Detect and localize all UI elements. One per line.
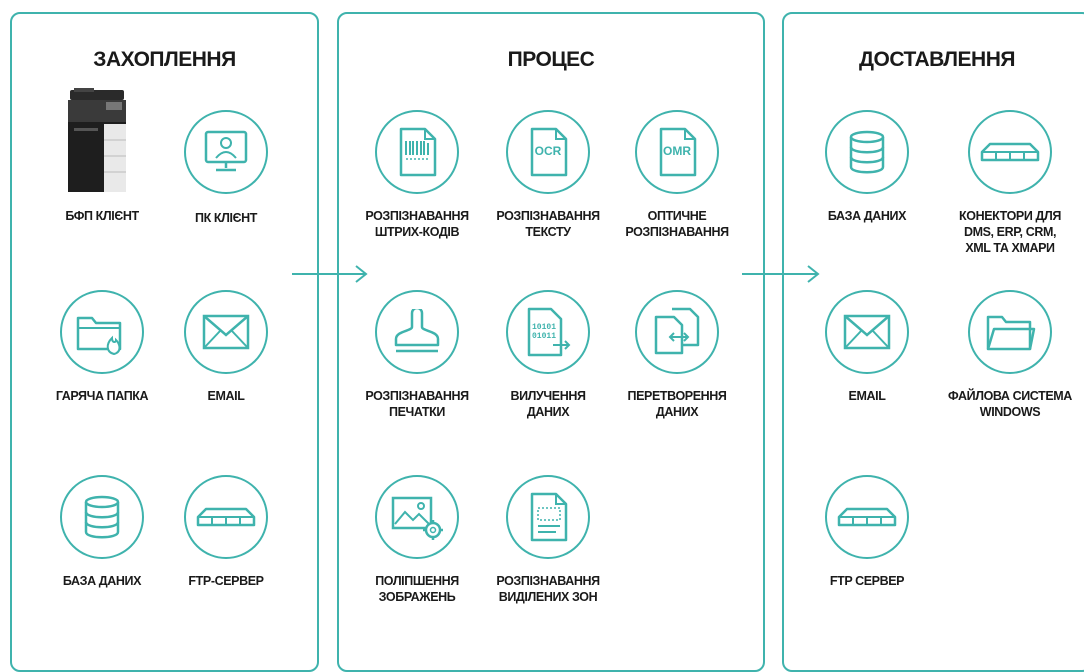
- pc-monitor-user-icon: [204, 130, 248, 172]
- capture-database: БАЗА ДАНИХ: [27, 475, 177, 589]
- ocr-icon-text: OCR: [535, 144, 562, 158]
- delivery-item-label: ФАЙЛОВА СИСТЕМА WINDOWS: [948, 389, 1072, 419]
- capture-panel: ЗАХОПЛЕННЯ БФП КЛІЄНТ: [10, 12, 319, 672]
- envelope-icon: [843, 314, 891, 350]
- folder-icon: [986, 315, 1036, 351]
- binary-line-2: 01011: [532, 332, 556, 341]
- hot-folder-icon: [76, 316, 122, 356]
- server-icon: [837, 507, 897, 527]
- process-item-label: РОЗПІЗНАВАННЯ ПЕЧАТКИ: [365, 389, 469, 419]
- process-ocr: OCR РОЗПІЗНАВАННЯ ТЕКСТУ: [473, 110, 623, 240]
- database-icon: [849, 130, 885, 174]
- capture-hot-folder: ГАРЯЧА ПАПКА: [27, 290, 177, 404]
- capture-item-label: EMAIL: [207, 389, 245, 403]
- delivery-windows-fs: ФАЙЛОВА СИСТЕМА WINDOWS: [935, 290, 1084, 420]
- process-panel: ПРОЦЕС РОЗПІЗНАВАННЯ ШТРИХ-КОДІВ: [337, 12, 765, 672]
- process-data-extraction: 10101 01011 ВИЛУЧЕННЯ ДАНИХ: [473, 290, 623, 420]
- process-item-label: РОЗПІЗНАВАННЯ ВИДІЛЕНИХ ЗОН: [496, 574, 600, 604]
- barcode-icon: [399, 127, 437, 177]
- flow-arrow-capture-to-process: [292, 265, 368, 283]
- stamp-icon: [394, 309, 440, 353]
- process-data-conversion: ПЕРЕТВОРЕННЯ ДАНИХ: [602, 290, 752, 420]
- delivery-item-label: FTP СЕРВЕР: [829, 574, 905, 588]
- capture-item-label: FTP-СЕРВЕР: [188, 574, 264, 588]
- delivery-email: EMAIL: [792, 290, 942, 404]
- process-zone-ocr: РОЗПІЗНАВАННЯ ВИДІЛЕНИХ ЗОН: [473, 475, 623, 605]
- ocr-document-icon: OCR: [530, 127, 568, 177]
- process-stamp: РОЗПІЗНАВАННЯ ПЕЧАТКИ: [342, 290, 492, 420]
- delivery-item-label: БАЗА ДАНИХ: [827, 209, 907, 223]
- capture-email: EMAIL: [151, 290, 301, 404]
- flow-arrow-process-to-delivery: [742, 265, 820, 283]
- process-barcode: РОЗПІЗНАВАННЯ ШТРИХ-КОДІВ: [342, 110, 492, 240]
- process-item-label: РОЗПІЗНАВАННЯ ШТРИХ-КОДІВ: [365, 209, 469, 239]
- delivery-database: БАЗА ДАНИХ: [792, 110, 942, 224]
- multifunction-printer-image: [60, 88, 144, 192]
- capture-item-label: ПК КЛІЄНТ: [195, 211, 257, 225]
- capture-item-label: БФП КЛІЄНТ: [65, 209, 139, 223]
- binary-line-1: 10101: [532, 323, 556, 332]
- capture-ftp-server: FTP-СЕРВЕР: [151, 475, 301, 589]
- process-item-label: ПОЛІПШЕННЯ ЗОБРАЖЕНЬ: [375, 574, 459, 604]
- capture-title: ЗАХОПЛЕННЯ: [93, 48, 236, 71]
- capture-item-label: БАЗА ДАНИХ: [62, 574, 142, 588]
- omr-document-icon: OMR: [659, 127, 697, 177]
- process-title: ПРОЦЕС: [507, 48, 595, 71]
- delivery-ftp-server: FTP СЕРВЕР: [792, 475, 942, 589]
- delivery-connectors: КОНЕКТОРИ ДЛЯ DMS, ERP, CRM, XML ТА ХМАР…: [935, 110, 1084, 256]
- zone-document-icon: [530, 492, 568, 542]
- capture-pc-client: ПК КЛІЄНТ: [151, 110, 301, 226]
- process-item-label: РОЗПІЗНАВАННЯ ТЕКСТУ: [496, 209, 600, 239]
- envelope-icon: [202, 314, 250, 350]
- delivery-panel: ДОСТАВЛЕННЯ БАЗА ДАНИХ КОНЕКТОРИ ДЛЯ DMS…: [782, 12, 1084, 672]
- process-item-label: ОПТИЧНЕ РОЗПІЗНАВАННЯ: [625, 209, 729, 239]
- document-convert-icon: [654, 307, 700, 355]
- process-image-enhance: ПОЛІПШЕННЯ ЗОБРАЖЕНЬ: [342, 475, 492, 605]
- capture-item-label: ГАРЯЧА ПАПКА: [55, 389, 149, 403]
- database-icon: [84, 495, 120, 539]
- capture-mfp-client: БФП КЛІЄНТ: [27, 88, 177, 224]
- delivery-item-label: КОНЕКТОРИ ДЛЯ DMS, ERP, CRM, XML ТА ХМАР…: [959, 209, 1061, 255]
- omr-icon-text: OMR: [663, 144, 691, 158]
- process-item-label: ПЕРЕТВОРЕННЯ ДАНИХ: [627, 389, 727, 419]
- delivery-title: ДОСТАВЛЕННЯ: [859, 48, 1015, 71]
- process-item-label: ВИЛУЧЕННЯ ДАНИХ: [510, 389, 586, 419]
- image-enhance-icon: [391, 496, 443, 540]
- connector-server-icon: [980, 142, 1040, 162]
- binary-data-icon: 10101 01011: [527, 307, 571, 357]
- server-icon: [196, 507, 256, 527]
- delivery-item-label: EMAIL: [848, 389, 886, 403]
- process-omr: OMR ОПТИЧНЕ РОЗПІЗНАВАННЯ: [602, 110, 752, 240]
